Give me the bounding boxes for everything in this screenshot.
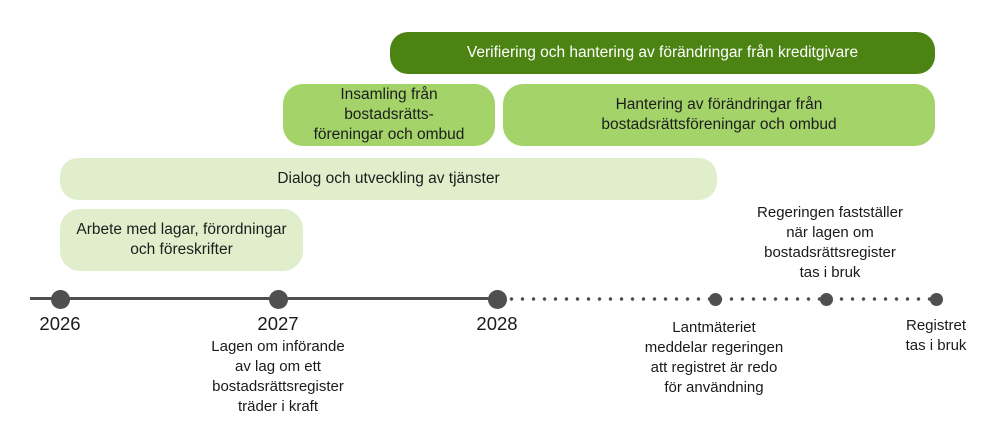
milestone-dot-registret xyxy=(929,292,943,306)
annotation-lantmateriet-meddelar: Lantmäteriet meddelar regeringen att reg… xyxy=(644,319,784,396)
phase-bar-dialog: Dialog och utveckling av tjänster xyxy=(60,158,717,200)
milestone-dot-2028 xyxy=(487,289,507,309)
year-label-2027: 2027 xyxy=(257,313,299,334)
timeline-axis-solid xyxy=(30,297,500,300)
phase-bar-hantering: Hantering av förändringar från bostadsrä… xyxy=(503,84,935,146)
annotation-lagen-trader-i-kraft: Lagen om införande av lag om ett bostads… xyxy=(211,338,345,415)
milestone-dot-2027 xyxy=(268,289,288,309)
phase-bar-verifiering: Verifiering och hantering av förändringa… xyxy=(390,32,935,74)
phase-bar-arbete: Arbete med lagar, förordningar och föres… xyxy=(60,209,303,271)
year-label-2026: 2026 xyxy=(39,313,81,334)
annotation-registret-tas-i-bruk: Registret tas i bruk xyxy=(905,317,967,354)
phase-bar-insamling: Insamling från bostadsrätts- föreningar … xyxy=(283,84,495,146)
milestone-dot-regeringen xyxy=(819,292,833,306)
year-label-2028: 2028 xyxy=(476,313,518,334)
timeline-axis-dotted xyxy=(506,296,943,302)
milestone-dot-lantmateriet xyxy=(708,292,722,306)
annotation-regeringen-faststaller: Regeringen fastställer när lagen om bost… xyxy=(757,204,903,281)
milestone-dot-2026 xyxy=(50,289,70,309)
